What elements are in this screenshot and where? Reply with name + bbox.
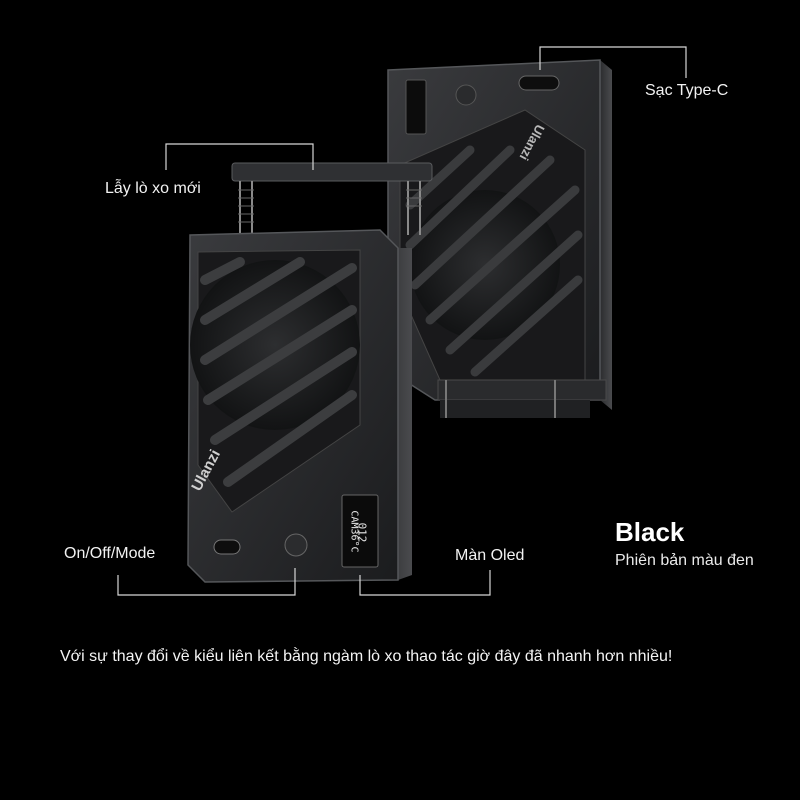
back-cooler bbox=[387, 59, 612, 418]
oled-readout-line2: CAM36°C bbox=[348, 510, 360, 553]
spring-latch bbox=[231, 162, 433, 235]
variant-title: Black bbox=[615, 517, 685, 547]
oled-label: Màn Oled bbox=[455, 547, 525, 564]
callout-lines bbox=[117, 46, 687, 596]
power-mode-label: On/Off/Mode bbox=[64, 545, 156, 562]
caption-text: Với sự thay đổi về kiểu liên kết bằng ng… bbox=[60, 648, 673, 665]
variant-subtitle: Phiên bản màu đen bbox=[615, 552, 754, 569]
front-cooler bbox=[187, 229, 412, 583]
spring-latch-label: Lẫy lò xo mới bbox=[105, 180, 201, 197]
type-c-label: Sạc Type-C bbox=[645, 82, 729, 99]
